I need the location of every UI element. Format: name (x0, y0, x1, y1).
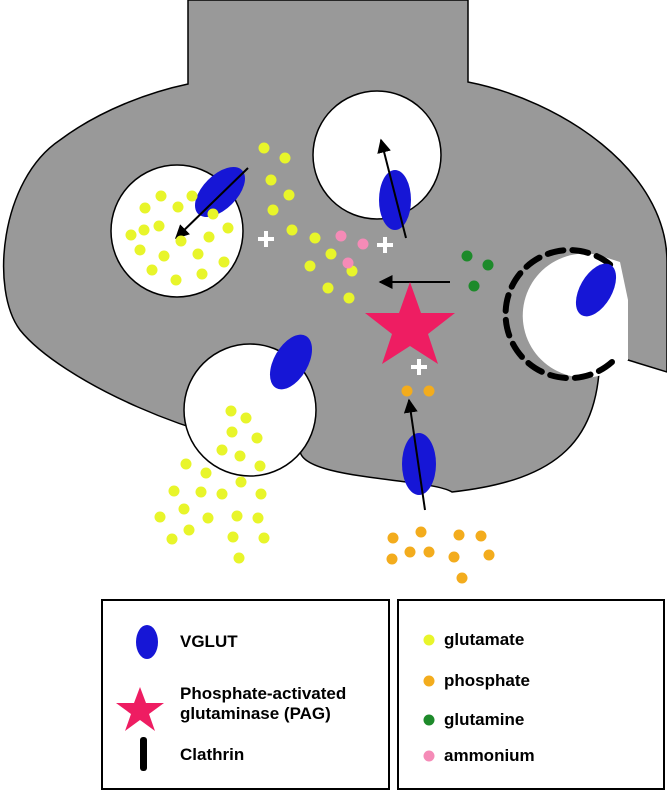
plus-sign (411, 359, 427, 375)
clathrin-coat (502, 247, 617, 382)
legend-label-clathrin: Clathrin (180, 745, 245, 764)
clathrin-legend-icon (140, 737, 147, 771)
legend-label-pag-line2: glutaminase (PAG) (180, 704, 331, 723)
ammonium-legend-dot-icon (423, 750, 435, 762)
transport-arrow (377, 138, 407, 239)
vglut-transporter (269, 334, 313, 390)
pag-legend-star-icon (116, 687, 164, 731)
plus-sign (377, 237, 393, 253)
vglut-legend-icon (136, 625, 158, 659)
legend-label-glutamate: glutamate (444, 630, 525, 649)
legend-label-glutamine: glutamine (444, 710, 525, 729)
vglut-transporter (195, 167, 245, 217)
transport-arrow (403, 398, 426, 511)
presynaptic-terminal (2, 0, 667, 493)
vglut-transporter (575, 263, 617, 317)
legend-label-vglut: VGLUT (180, 632, 238, 651)
legend-box-structures: VGLUT Phosphate-activated glutaminase (P… (101, 599, 390, 790)
transport-arrow (174, 167, 249, 239)
legend-label-phosphate: phosphate (444, 671, 530, 690)
glutamine-legend-dot-icon (423, 714, 435, 726)
glutamate-legend-dot-icon (423, 634, 435, 646)
legend-label-pag-line1: Phosphate-activated (180, 684, 347, 703)
pag-enzyme-star (365, 282, 455, 364)
vesicle-empty (312, 90, 442, 220)
legend-box-molecules: glutamate phosphate glutamine ammonium (397, 599, 665, 790)
plus-sign (258, 231, 274, 247)
molecule-dots (125, 142, 495, 584)
phosphate-legend-dot-icon (423, 675, 435, 687)
legend-label-ammonium: ammonium (444, 746, 535, 765)
vglut-transporter (379, 170, 411, 230)
